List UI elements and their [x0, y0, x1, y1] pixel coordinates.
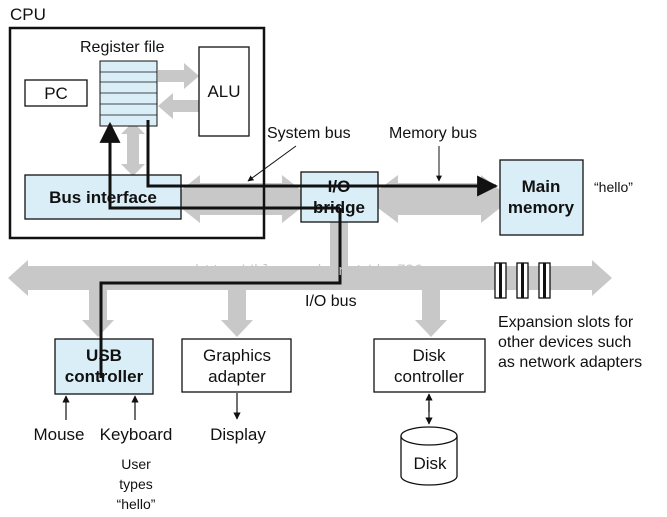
graphics-adapter-box	[181, 338, 292, 393]
gray-buses	[8, 63, 612, 337]
bridge-path-overlay	[301, 184, 378, 222]
iobus-to-disk	[415, 290, 447, 337]
graphics-adapter-line2: adapter	[208, 367, 266, 386]
disk-controller-line2: controller	[394, 367, 464, 386]
alu-box	[198, 46, 250, 137]
disk-icon	[400, 426, 458, 486]
main-memory-box	[499, 159, 584, 236]
register-file-label: Register file	[80, 39, 165, 56]
main-memory-line2: memory	[508, 198, 575, 217]
graphics-adapter-line1: Graphics	[203, 346, 271, 365]
io-bridge-line2: bridge	[313, 198, 365, 217]
usb-controller-line2: controller	[65, 367, 144, 386]
register-file	[99, 60, 158, 127]
mouse-label: Mouse	[33, 425, 84, 444]
regfile-to-alu-arrow	[158, 63, 199, 89]
user-note-line2: types	[119, 476, 152, 492]
alu-label: ALU	[207, 82, 240, 101]
main-memory-line1: Main	[522, 177, 561, 196]
bus-interface-label: Bus interface	[49, 188, 157, 207]
memory-bus	[378, 175, 500, 223]
cpu-box	[8, 26, 266, 240]
io-bridge-line1: I/O	[328, 177, 351, 196]
disk-label: Disk	[413, 454, 447, 473]
system-bus	[181, 175, 301, 223]
disk-controller-box	[373, 338, 486, 393]
expansion-slots-line3: as network adapters	[498, 354, 642, 371]
memory-bus-label: Memory bus	[389, 125, 477, 142]
iobus-to-graphics	[221, 290, 253, 337]
display-label: Display	[210, 425, 266, 444]
system-bus-pointer	[247, 145, 297, 182]
disk-controller-line1: Disk	[412, 346, 446, 365]
expansion-slots-line1: Expansion slots for	[498, 314, 634, 331]
system-bus-label: System bus	[267, 125, 351, 142]
cpu-title: CPU	[10, 5, 46, 24]
pc-box	[24, 79, 88, 107]
pc-label: PC	[44, 84, 68, 103]
user-note-line3: “hello”	[117, 496, 156, 512]
alu-to-regfile-arrow	[158, 93, 199, 119]
usb-controller-box	[54, 338, 154, 395]
usb-controller-line1: USB	[86, 346, 122, 365]
bus-interface-box	[24, 174, 182, 220]
main-memory-note: “hello”	[594, 179, 633, 195]
expansion-slots-line2: other devices such	[498, 334, 631, 351]
watermark: http://blog.csdn.net/dc_726	[195, 263, 423, 279]
user-note-line1: User	[121, 456, 151, 472]
io-bus-label: I/O bus	[305, 293, 357, 310]
keyboard-label: Keyboard	[100, 425, 173, 444]
iobus-to-usb	[82, 290, 114, 337]
regfile-businterface-arrow	[121, 122, 145, 176]
usb-to-regfile-path	[99, 121, 342, 377]
io-bus	[8, 260, 612, 296]
expansion-slots	[494, 262, 551, 299]
